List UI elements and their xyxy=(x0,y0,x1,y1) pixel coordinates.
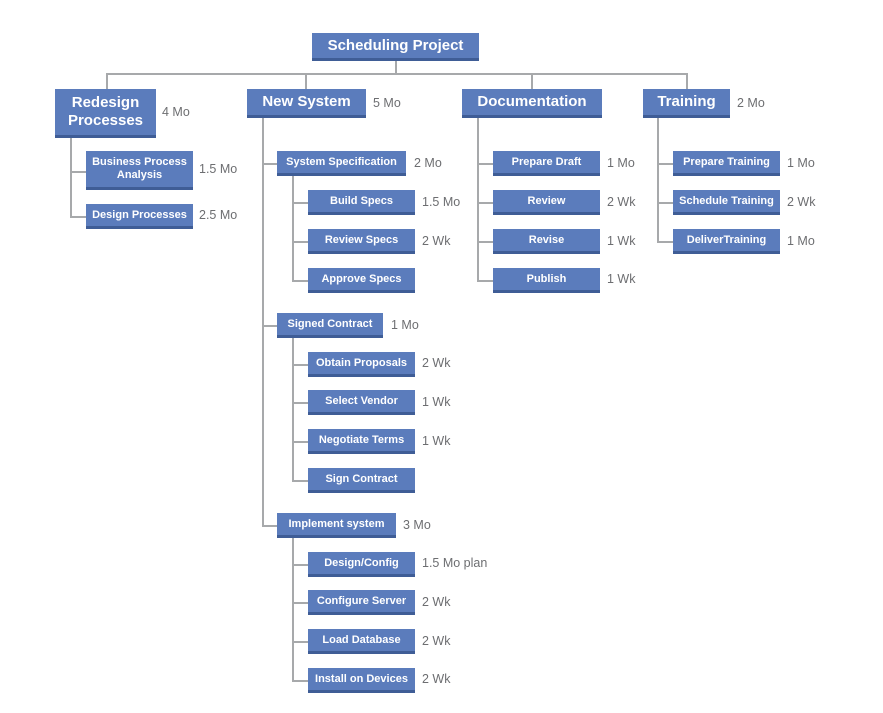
root-node: Scheduling Project xyxy=(312,33,479,61)
connector xyxy=(657,202,673,204)
phase-new-system: New System xyxy=(247,89,366,118)
connector xyxy=(292,364,308,366)
connector xyxy=(292,641,308,643)
task-design-processes: Design Processes xyxy=(86,204,193,229)
task-review: Review xyxy=(493,190,600,215)
task-design-config: Design/Config xyxy=(308,552,415,577)
group-duration: 1 Mo xyxy=(391,318,419,332)
task-negotiate-terms: Negotiate Terms xyxy=(308,429,415,454)
task-review-specs: Review Specs xyxy=(308,229,415,254)
connector xyxy=(657,163,673,165)
connector xyxy=(395,60,397,74)
connector xyxy=(477,118,479,281)
task-duration: 1 Wk xyxy=(607,234,636,248)
task-duration: 2.5 Mo xyxy=(199,208,238,222)
connector xyxy=(292,602,308,604)
task-prepare-training: Prepare Training xyxy=(673,151,780,176)
connector xyxy=(292,202,308,204)
task-duration: 1.5 Mo xyxy=(199,162,238,176)
task-duration: 1 Mo xyxy=(607,156,635,170)
phase-duration: 5 Mo xyxy=(373,96,401,110)
task-schedule-training: Schedule Training xyxy=(673,190,780,215)
connector xyxy=(106,73,108,90)
connector xyxy=(477,241,493,243)
group-duration: 2 Mo xyxy=(414,156,442,170)
connector xyxy=(292,402,308,404)
task-duration: 2 Wk xyxy=(422,356,451,370)
task-duration: 1.5 Mo plan xyxy=(422,556,488,570)
connector xyxy=(292,441,308,443)
task-revise: Revise xyxy=(493,229,600,254)
connector xyxy=(686,73,688,90)
connector xyxy=(657,118,659,242)
task-duration: 2 Wk xyxy=(787,195,816,209)
connector xyxy=(262,525,277,527)
group-implement-system: Implement system xyxy=(277,513,396,538)
task-duration: 2 Wk xyxy=(422,634,451,648)
task-obtain-proposals: Obtain Proposals xyxy=(308,352,415,377)
task-install-on-devices: Install on Devices xyxy=(308,668,415,693)
connector xyxy=(70,137,72,217)
task-approve-specs: Approve Specs xyxy=(308,268,415,293)
connector xyxy=(262,118,264,526)
task-build-specs: Build Specs xyxy=(308,190,415,215)
phase-duration: 4 Mo xyxy=(162,105,190,119)
task-duration: 2 Wk xyxy=(422,672,451,686)
connector xyxy=(292,538,294,681)
group-signed-contract: Signed Contract xyxy=(277,313,383,338)
connector xyxy=(262,163,277,165)
task-load-database: Load Database xyxy=(308,629,415,654)
phase-training: Training xyxy=(643,89,730,118)
connector xyxy=(292,338,294,481)
connector xyxy=(477,163,493,165)
connector xyxy=(657,241,673,243)
task-deliver-training: DeliverTraining xyxy=(673,229,780,254)
connector xyxy=(292,176,294,281)
connector xyxy=(292,564,308,566)
connector xyxy=(531,73,533,90)
connector xyxy=(305,73,307,90)
task-sign-contract: Sign Contract xyxy=(308,468,415,493)
task-select-vendor: Select Vendor xyxy=(308,390,415,415)
task-duration: 2 Wk xyxy=(422,234,451,248)
task-duration: 1 Wk xyxy=(422,395,451,409)
task-duration: 1 Mo xyxy=(787,234,815,248)
task-duration: 1 Wk xyxy=(422,434,451,448)
task-prepare-draft: Prepare Draft xyxy=(493,151,600,176)
task-publish: Publish xyxy=(493,268,600,293)
task-duration: 1 Wk xyxy=(607,272,636,286)
task-configure-server: Configure Server xyxy=(308,590,415,615)
phase-documentation: Documentation xyxy=(462,89,602,118)
connector xyxy=(70,216,86,218)
connector xyxy=(292,280,308,282)
task-business-process-analysis: Business Process Analysis xyxy=(86,151,193,190)
connector xyxy=(477,280,493,282)
task-duration: 1 Mo xyxy=(787,156,815,170)
connector xyxy=(292,241,308,243)
connector xyxy=(70,171,86,173)
connector xyxy=(477,202,493,204)
phase-duration: 2 Mo xyxy=(737,96,765,110)
group-duration: 3 Mo xyxy=(403,518,431,532)
connector xyxy=(292,680,308,682)
connector xyxy=(262,325,277,327)
task-duration: 1.5 Mo xyxy=(422,195,461,209)
connector xyxy=(106,73,688,75)
connector xyxy=(292,480,308,482)
task-duration: 2 Wk xyxy=(607,195,636,209)
group-system-specification: System Specification xyxy=(277,151,406,176)
phase-redesign-processes: Redesign Processes xyxy=(55,89,156,138)
task-duration: 2 Wk xyxy=(422,595,451,609)
